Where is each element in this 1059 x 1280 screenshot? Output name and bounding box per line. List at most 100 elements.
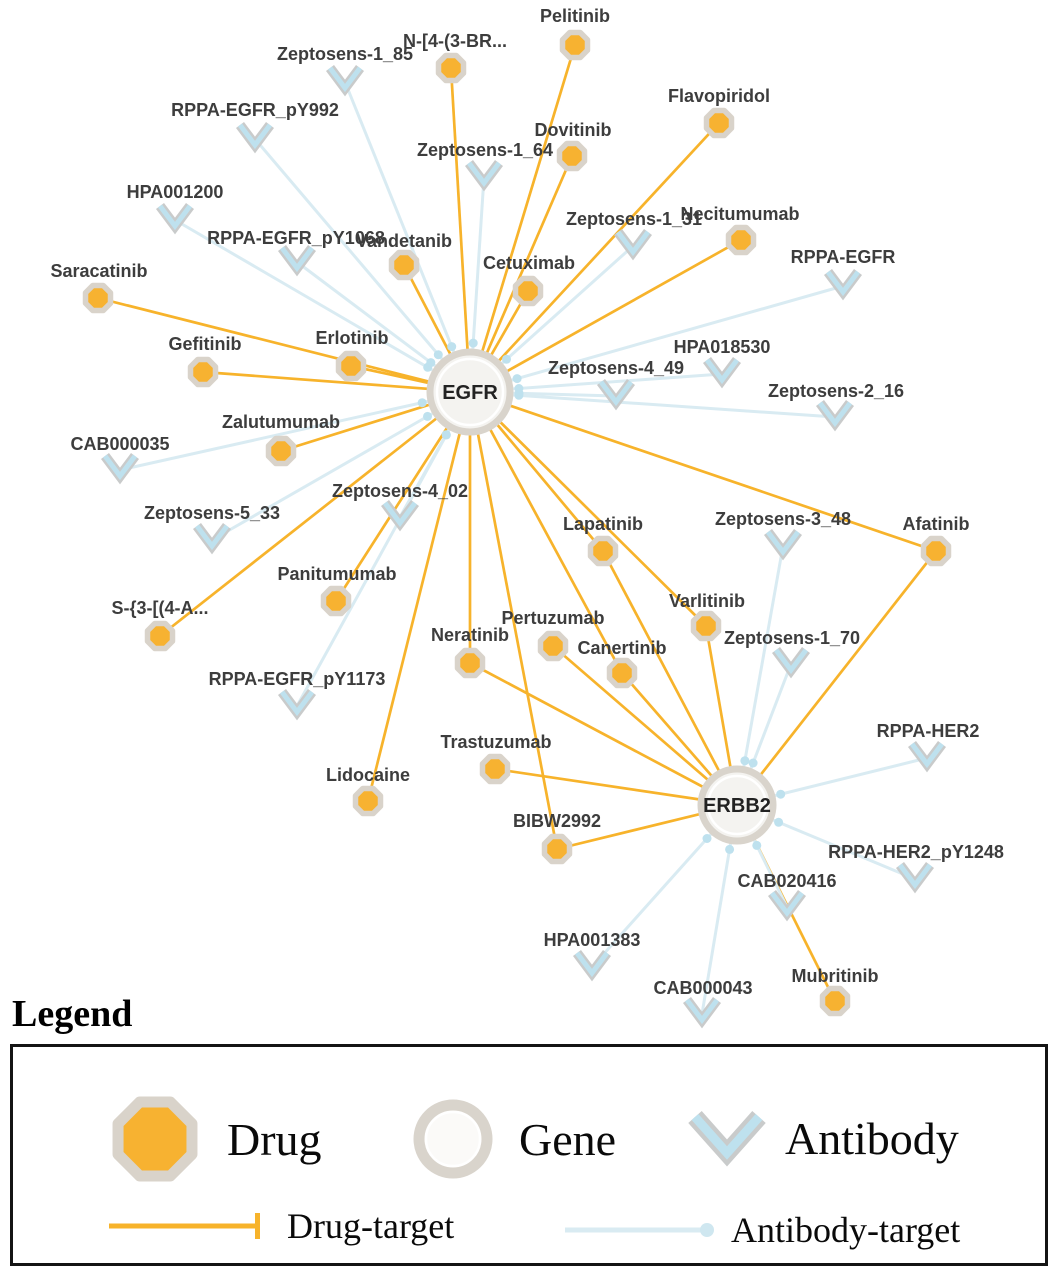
edge-s-3-4-a-egfr[interactable] bbox=[159, 390, 471, 638]
legend-label-gene: Gene bbox=[519, 1113, 617, 1165]
node-dovitinib[interactable] bbox=[556, 140, 588, 172]
node-canertinib[interactable] bbox=[606, 657, 638, 689]
node-varlitinib[interactable] bbox=[690, 610, 722, 642]
node-gefitinib[interactable] bbox=[187, 356, 219, 388]
node-rppa-her2[interactable] bbox=[908, 741, 946, 773]
label-cab020416: CAB020416 bbox=[737, 871, 836, 891]
node-zeptosens-4-02[interactable] bbox=[381, 500, 419, 532]
label-zeptosens-4-49: Zeptosens-4_49 bbox=[548, 358, 684, 378]
edge-hpa001200-egfr[interactable] bbox=[174, 218, 471, 394]
edge-zeptosens-2-16-egfr[interactable] bbox=[469, 390, 836, 419]
node-zeptosens-5-33[interactable] bbox=[193, 523, 231, 555]
edge-bibw2992-egfr[interactable] bbox=[468, 391, 559, 850]
node-neratinib[interactable] bbox=[454, 647, 486, 679]
node-rppa-egfr-py992[interactable] bbox=[236, 122, 274, 154]
edge-neratinib-erbb2[interactable] bbox=[469, 661, 738, 807]
edge-rppa-egfr-py992-egfr[interactable] bbox=[253, 138, 472, 393]
node-zeptosens-4-49[interactable] bbox=[597, 379, 635, 411]
edge-cab000035-egfr[interactable] bbox=[119, 390, 471, 472]
legend-label-antibody: Antibody bbox=[785, 1112, 959, 1164]
node-zeptosens-3-48[interactable] bbox=[764, 529, 802, 561]
edge-endpoint-dot bbox=[502, 354, 511, 364]
node-rppa-egfr-py1173[interactable] bbox=[278, 689, 316, 721]
node-rppa-her2-py1248[interactable] bbox=[896, 862, 934, 894]
edge-varlitinib-egfr[interactable] bbox=[469, 391, 707, 627]
node-hpa018530[interactable] bbox=[703, 357, 741, 389]
edge-n-4-3-br-egfr[interactable] bbox=[449, 67, 472, 393]
node-rppa-egfr-py1068[interactable] bbox=[278, 245, 316, 277]
node-lidocaine[interactable] bbox=[352, 785, 384, 817]
label-rppa-egfr-py1173: RPPA-EGFR_pY1173 bbox=[209, 669, 386, 689]
legend-title: Legend bbox=[12, 993, 133, 1035]
label-erlotinib: Erlotinib bbox=[316, 328, 389, 348]
node-rppa-egfr[interactable] bbox=[824, 269, 862, 301]
node-zeptosens-1-31[interactable] bbox=[614, 229, 652, 261]
edge-endpoint-dot bbox=[748, 758, 758, 768]
node-cab000043[interactable] bbox=[683, 997, 721, 1029]
node-hpa001383[interactable] bbox=[573, 950, 611, 982]
antibody-chevron-icon bbox=[599, 380, 633, 407]
edge-pertuzumab-erbb2[interactable] bbox=[552, 644, 738, 807]
label-rppa-her2-py1248: RPPA-HER2_pY1248 bbox=[828, 842, 1004, 862]
label-cetuximab: Cetuximab bbox=[483, 253, 575, 273]
legend-item-antibody-target: Antibody-target bbox=[561, 1209, 960, 1251]
node-zeptosens-1-85[interactable] bbox=[326, 65, 364, 97]
gene-inner-ring bbox=[435, 357, 505, 427]
edge-endpoint-dot bbox=[417, 398, 427, 408]
edge-rppa-egfr-egfr[interactable] bbox=[469, 284, 844, 394]
edge-afatinib-egfr[interactable] bbox=[469, 390, 937, 553]
antibody-chevron-icon bbox=[103, 454, 137, 481]
node-hpa001200[interactable] bbox=[156, 203, 194, 235]
node-saracatinib[interactable] bbox=[82, 282, 114, 314]
node-erlotinib[interactable] bbox=[335, 350, 367, 382]
label-bibw2992: BIBW2992 bbox=[513, 811, 601, 831]
edge-rppa-egfr-py1173-egfr[interactable] bbox=[295, 391, 472, 707]
node-zeptosens-1-70[interactable] bbox=[772, 647, 810, 679]
node-cab000035[interactable] bbox=[101, 453, 139, 485]
node-panitumumab[interactable] bbox=[320, 585, 352, 617]
node-erbb2[interactable] bbox=[697, 765, 777, 845]
label-rppa-egfr: RPPA-EGFR bbox=[791, 247, 896, 267]
edge-gefitinib-egfr[interactable] bbox=[202, 370, 471, 394]
edge-lidocaine-egfr[interactable] bbox=[366, 391, 472, 802]
label-hpa001383: HPA001383 bbox=[544, 930, 641, 950]
label-saracatinib: Saracatinib bbox=[50, 261, 147, 281]
node-cetuximab[interactable] bbox=[512, 275, 544, 307]
node-pelitinib[interactable] bbox=[559, 29, 591, 61]
node-afatinib[interactable] bbox=[920, 535, 952, 567]
node-vandetanib[interactable] bbox=[388, 249, 420, 281]
edge-saracatinib-egfr[interactable] bbox=[97, 296, 471, 394]
edge-flavopiridol-egfr[interactable] bbox=[469, 122, 720, 393]
edge-canertinib-egfr[interactable] bbox=[468, 391, 624, 674]
edge-endpoint-dot bbox=[702, 834, 712, 843]
node-cab020416[interactable] bbox=[768, 890, 806, 922]
label-zeptosens-5-33: Zeptosens-5_33 bbox=[144, 503, 280, 523]
node-trastuzumab[interactable] bbox=[479, 753, 511, 785]
node-egfr[interactable] bbox=[426, 348, 514, 436]
node-zeptosens-2-16[interactable] bbox=[816, 400, 854, 432]
edge-trastuzumab-erbb2[interactable] bbox=[494, 767, 738, 807]
edge-endpoint-dot bbox=[725, 844, 735, 854]
antibody-chevron-icon bbox=[280, 690, 314, 717]
node-zeptosens-1-64[interactable] bbox=[465, 160, 503, 192]
label-zeptosens-1-64: Zeptosens-1_64 bbox=[417, 140, 553, 160]
node-necitumumab[interactable] bbox=[725, 224, 757, 256]
node-pertuzumab[interactable] bbox=[537, 630, 569, 662]
edge-lapatinib-erbb2[interactable] bbox=[601, 550, 739, 806]
node-flavopiridol[interactable] bbox=[703, 107, 735, 139]
node-s-3-4-a[interactable] bbox=[144, 620, 176, 652]
edge-zeptosens-1-85-egfr[interactable] bbox=[343, 81, 472, 393]
label-erbb2: ERBB2 bbox=[703, 795, 771, 817]
edge-pelitinib-egfr[interactable] bbox=[468, 44, 577, 393]
node-lapatinib[interactable] bbox=[587, 535, 619, 567]
antibody-chevron-icon bbox=[280, 246, 314, 273]
node-bibw2992[interactable] bbox=[541, 833, 573, 865]
node-zalutumumab[interactable] bbox=[265, 435, 297, 467]
edge-afatinib-erbb2[interactable] bbox=[735, 550, 938, 806]
edge-necitumumab-egfr[interactable] bbox=[469, 238, 742, 394]
node-mubritinib[interactable] bbox=[819, 985, 851, 1017]
antibody-chevron-icon bbox=[681, 1101, 773, 1175]
edge-endpoint-dot bbox=[774, 817, 784, 827]
node-n-4-3-br[interactable] bbox=[435, 52, 467, 84]
edge-endpoint-dot bbox=[512, 374, 522, 384]
